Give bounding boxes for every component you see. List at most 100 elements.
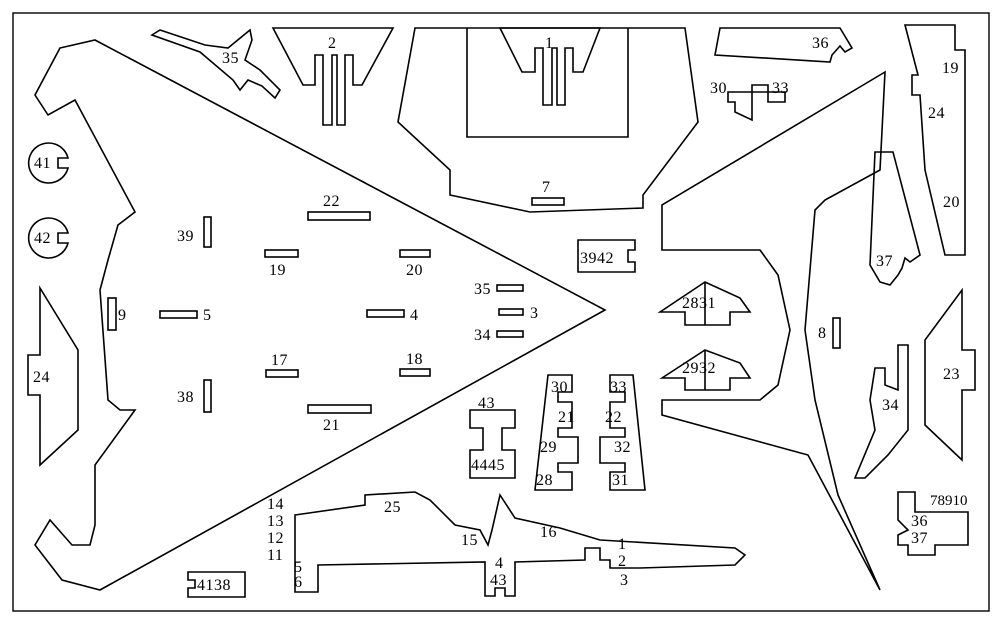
label-22b: 22	[605, 409, 622, 426]
part-23	[924, 287, 976, 462]
part-1	[397, 27, 699, 213]
label-78910: 78910	[930, 493, 968, 509]
label-43: 43	[478, 395, 495, 412]
fuselage-part	[294, 491, 747, 597]
slot-34	[496, 330, 524, 338]
part-2	[271, 27, 395, 126]
slot-4	[366, 309, 405, 318]
part-column-33	[599, 374, 646, 491]
label-5: 5	[203, 307, 212, 324]
label-3942: 3942	[580, 250, 614, 267]
part-19-24-20	[903, 24, 966, 256]
label-1: 1	[545, 35, 554, 52]
part-4138	[187, 571, 246, 598]
label-7: 7	[542, 179, 551, 196]
label-30-top: 30	[710, 80, 727, 97]
label-42: 42	[34, 230, 51, 247]
slot-19	[264, 249, 299, 258]
label-25: 25	[384, 499, 401, 516]
label-12: 12	[267, 530, 284, 547]
part-41	[27, 142, 70, 184]
part-35	[150, 28, 282, 100]
label-33-top: 33	[772, 80, 789, 97]
label-11: 11	[267, 547, 283, 564]
label-43b: 43	[490, 572, 507, 589]
part-78910	[897, 491, 969, 556]
slot-7	[531, 197, 565, 206]
label-24-left: 24	[33, 369, 50, 386]
label-19-right: 19	[942, 60, 959, 77]
label-19: 19	[269, 262, 286, 279]
part-3033	[727, 84, 786, 122]
slot-21	[307, 404, 372, 414]
label-24-right: 24	[928, 105, 945, 122]
part-4445	[469, 409, 516, 479]
label-4138: 4138	[197, 577, 231, 594]
label-21: 21	[323, 417, 340, 434]
sheet-border	[12, 12, 990, 612]
label-18: 18	[406, 351, 423, 368]
label-34-part: 34	[882, 397, 899, 414]
label-6: 6	[294, 574, 303, 591]
label-34: 34	[474, 327, 491, 344]
slot-18	[399, 368, 431, 377]
label-41: 41	[34, 155, 51, 172]
label-30: 30	[551, 379, 568, 396]
slot-9	[107, 297, 117, 331]
label-29: 29	[540, 439, 557, 456]
label-2: 2	[328, 35, 337, 52]
label-39: 39	[177, 228, 194, 245]
label-28: 28	[536, 472, 553, 489]
main-wing-part	[34, 39, 607, 591]
slot-39	[203, 216, 212, 248]
slot-8	[832, 317, 841, 349]
label-35-part: 35	[222, 50, 239, 67]
slot-38	[203, 379, 212, 413]
label-5b: 5	[294, 559, 303, 576]
slot-35	[496, 284, 524, 292]
label-36: 36	[812, 35, 829, 52]
label-38: 38	[177, 389, 194, 406]
label-23: 23	[943, 366, 960, 383]
label-2b: 2	[618, 553, 627, 570]
part-34	[853, 344, 909, 479]
part-37	[869, 151, 921, 286]
label-13: 13	[267, 513, 284, 530]
label-16: 16	[540, 524, 557, 541]
label-36-small: 36	[911, 513, 928, 530]
label-3b: 3	[620, 572, 629, 589]
part-column-30	[534, 374, 579, 491]
label-21b: 21	[558, 409, 575, 426]
label-1b: 1	[618, 536, 627, 553]
slot-17	[265, 369, 299, 378]
part-1-fin	[498, 27, 602, 106]
part-3942	[577, 239, 636, 273]
label-2932: 2932	[682, 360, 716, 377]
slot-20	[399, 249, 431, 258]
label-15: 15	[461, 532, 478, 549]
part-24-left	[27, 285, 79, 467]
label-20: 20	[406, 262, 423, 279]
label-4b: 4	[495, 555, 504, 572]
part-42	[27, 217, 70, 259]
label-4: 4	[410, 307, 419, 324]
label-9: 9	[118, 307, 127, 324]
label-35: 35	[474, 281, 491, 298]
right-wing-part	[661, 70, 886, 591]
label-4445: 4445	[471, 457, 505, 474]
label-17: 17	[271, 352, 288, 369]
label-37-small: 37	[911, 530, 928, 547]
label-32: 32	[614, 439, 631, 456]
label-33: 33	[610, 379, 627, 396]
label-22: 22	[323, 193, 340, 210]
slot-22	[307, 211, 371, 221]
label-14: 14	[267, 496, 284, 513]
label-20-right: 20	[943, 194, 960, 211]
label-8: 8	[818, 325, 827, 342]
label-3: 3	[530, 305, 539, 322]
part-2831	[657, 281, 752, 326]
part-36	[714, 27, 854, 63]
slot-5	[159, 310, 198, 319]
